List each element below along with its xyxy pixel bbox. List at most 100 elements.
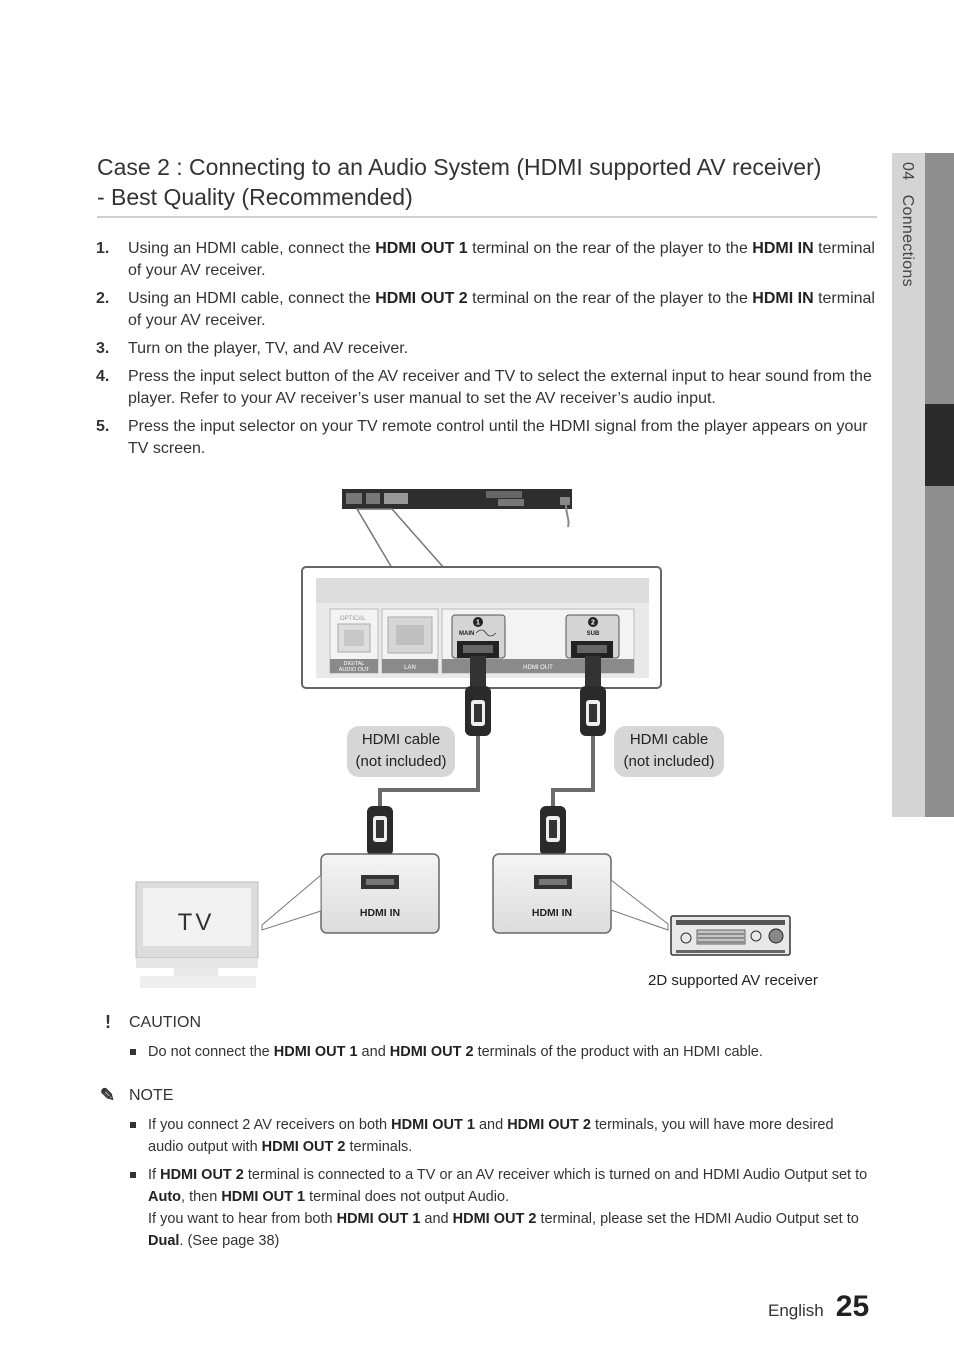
text-run: terminal on the rear of the player to th… — [467, 290, 753, 307]
bold-term: HDMI OUT 2 — [261, 1139, 346, 1155]
tv-label: TV — [178, 909, 215, 936]
text-run: Press the input select button of the AV … — [128, 368, 872, 407]
text-run: and — [474, 1117, 508, 1133]
bold-term: HDMI OUT 2 — [507, 1117, 591, 1133]
hdmi-in-left-label: HDMI IN — [360, 907, 400, 919]
note-list: If you connect 2 AV receivers on both HD… — [128, 1114, 873, 1258]
text-run: terminal on the rear of the player to th… — [467, 240, 753, 257]
text-run: terminals of the product with an HDMI ca… — [473, 1044, 763, 1060]
bullet-text: If HDMI OUT 2 terminal is connected to a… — [148, 1164, 873, 1208]
bold-term: HDMI OUT 1 — [273, 1044, 358, 1060]
bold-term: HDMI OUT 2 — [389, 1044, 474, 1060]
caution-title: CAUTION — [129, 1013, 201, 1031]
text-run: . (See page 38) — [179, 1233, 280, 1249]
bullet-item: If you connect 2 AV receivers on both HD… — [128, 1114, 873, 1158]
bold-term: HDMI IN — [752, 240, 814, 257]
text-run: If — [148, 1167, 161, 1183]
text-run: terminals, you will have more desired au… — [148, 1117, 834, 1155]
bullet-text: Do not connect the HDMI OUT 1 and HDMI O… — [148, 1041, 873, 1063]
bold-term: Dual — [148, 1233, 180, 1249]
bullet-text-continued: If you want to hear from both HDMI OUT 1… — [148, 1208, 873, 1252]
text-run: terminal of your AV receiver. — [128, 290, 875, 329]
text-run: terminal of your AV receiver. — [128, 240, 875, 279]
bold-term: HDMI OUT 1 — [336, 1211, 421, 1227]
note-heading: ✎ NOTE — [100, 1085, 173, 1106]
chapter-title: Connections — [899, 194, 916, 287]
bullet-square-icon — [130, 1122, 136, 1128]
caution-list: Do not connect the HDMI OUT 1 and HDMI O… — [128, 1041, 873, 1069]
receiver-hdmi-in-box: HDMI IN — [492, 853, 612, 934]
hdmi-out-label: HDMI OUT — [523, 665, 553, 671]
step-number: 3. — [96, 340, 110, 357]
text-run: Using an HDMI cable, connect the — [128, 240, 376, 257]
sub-label: SUB — [587, 631, 600, 637]
bold-term: HDMI OUT 1 — [221, 1189, 306, 1205]
title-divider — [97, 216, 877, 218]
caution-heading: ! CAUTION — [100, 1012, 201, 1033]
text-run: If you want to hear from both — [148, 1211, 337, 1227]
player-rear — [342, 489, 572, 528]
port-2-number: 2 — [591, 620, 595, 627]
step-text: Using an HDMI cable, connect the HDMI OU… — [128, 238, 876, 282]
audio-out-label: AUDIO OUT — [339, 667, 370, 673]
bold-term: HDMI OUT 2 — [375, 290, 468, 307]
chapter-label: 04 Connections — [898, 162, 916, 287]
av-receiver-illustration — [670, 915, 791, 956]
note-title: NOTE — [129, 1086, 174, 1104]
text-run: Turn on the player, TV, and AV receiver. — [128, 340, 409, 357]
step-item: 5. Press the input selector on your TV re… — [96, 416, 876, 460]
title-line-1: Case 2 : Connecting to an Audio System (… — [97, 154, 822, 180]
step-number: 4. — [96, 368, 110, 385]
text-run: , then — [181, 1189, 222, 1205]
text-run: terminal is connected to a TV or an AV r… — [243, 1167, 868, 1183]
bold-term: HDMI OUT 1 — [391, 1117, 475, 1133]
bold-term: Auto — [148, 1189, 182, 1205]
bullet-item: Do not connect the HDMI OUT 1 and HDMI O… — [128, 1041, 873, 1063]
text-run: Press the input selector on your TV remo… — [128, 418, 868, 457]
text-run: terminal, please set the HDMI Audio Outp… — [536, 1211, 859, 1227]
lan-label: LAN — [404, 665, 416, 671]
step-item: 1. Using an HDMI cable, connect the HDMI … — [96, 238, 876, 282]
main-label: MAIN — [459, 631, 474, 637]
text-run: and — [357, 1044, 390, 1060]
bold-term: HDMI OUT 2 — [160, 1167, 244, 1183]
hdmi-in-right-label: HDMI IN — [532, 907, 572, 919]
connection-diagram: OPTICAL DIGITAL AUDIO OUT LAN HDMI OUT 1… — [135, 489, 818, 989]
step-number: 2. — [96, 290, 110, 307]
exclamation-icon: ! — [100, 1012, 111, 1032]
optical-label: OPTICAL — [340, 616, 366, 622]
cable-label-right: HDMI cable (not included) — [614, 726, 724, 777]
tv-illustration: TV — [135, 881, 259, 988]
side-tab-marker — [925, 404, 954, 486]
chapter-number: 04 — [899, 162, 916, 181]
cable-right-line1: HDMI cable — [630, 731, 708, 748]
bullet-item: If HDMI OUT 2 terminal is connected to a… — [128, 1164, 873, 1252]
title-line-2: - Best Quality (Recommended) — [97, 184, 413, 210]
tv-hdmi-in-box: HDMI IN — [320, 853, 440, 934]
text-run: and — [420, 1211, 453, 1227]
pencil-icon: ✎ — [100, 1085, 116, 1105]
cable-right-line2: (not included) — [624, 753, 715, 770]
text-run: terminal does not output Audio. — [305, 1189, 510, 1205]
cable-left-line1: HDMI cable — [362, 731, 440, 748]
step-text: Press the input select button of the AV … — [128, 366, 876, 410]
digital-label: DIGITAL — [344, 661, 365, 667]
bullet-text: If you connect 2 AV receivers on both HD… — [148, 1114, 873, 1158]
bullet-square-icon — [130, 1172, 136, 1178]
step-item: 4. Press the input select button of the A… — [96, 366, 876, 410]
page-footer: English 25 — [768, 1290, 869, 1324]
bold-term: HDMI OUT 1 — [375, 240, 468, 257]
port-1-number: 1 — [476, 620, 480, 627]
hdmi-cable-2 — [540, 656, 606, 876]
cable-label-left: HDMI cable (not included) — [347, 726, 455, 777]
page-number: 25 — [835, 1290, 870, 1323]
step-number: 1. — [96, 240, 110, 257]
text-run: terminals. — [345, 1139, 413, 1155]
step-number: 5. — [96, 418, 110, 435]
step-text: Turn on the player, TV, and AV receiver. — [128, 338, 408, 360]
step-item: 2. Using an HDMI cable, connect the HDMI … — [96, 288, 876, 332]
av-receiver-label: 2D supported AV receiver — [648, 972, 818, 989]
text-run: Do not connect the — [148, 1044, 274, 1060]
footer-language: English — [768, 1301, 824, 1320]
text-run: Using an HDMI cable, connect the — [128, 290, 376, 307]
